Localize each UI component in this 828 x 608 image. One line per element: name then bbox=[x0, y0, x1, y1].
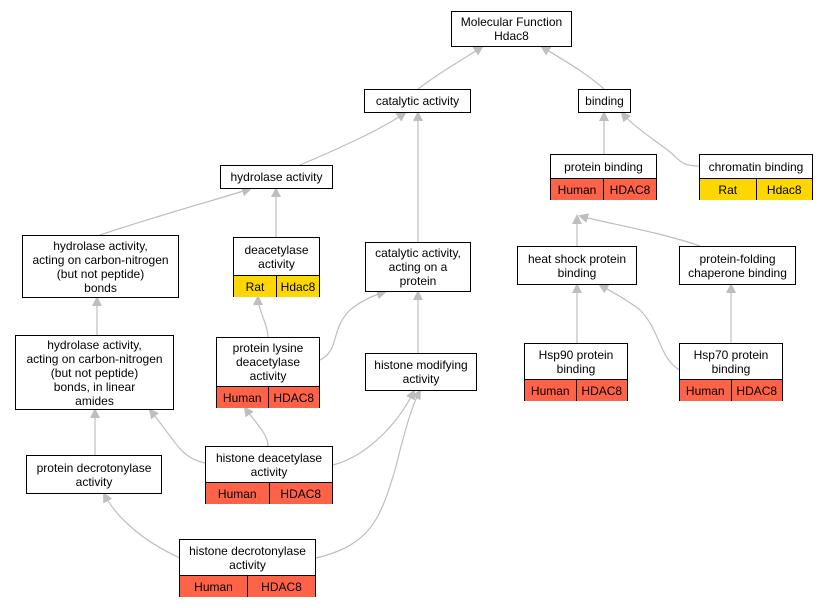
node-molecular-function[interactable]: Molecular Function Hdac8 bbox=[451, 11, 572, 47]
annotation-row: Human HDAC8 bbox=[180, 575, 315, 597]
node-label: heat shock protein binding bbox=[527, 251, 627, 280]
node-label: binding bbox=[585, 94, 624, 108]
node-label: hydrolase activity, acting on carbon-nit… bbox=[32, 238, 169, 295]
gene-cell: HDAC8 bbox=[604, 179, 656, 200]
node-label: protein lysine deacetylase activity bbox=[232, 341, 304, 383]
node-hsp90-binding[interactable]: Hsp90 protein binding Human HDAC8 bbox=[524, 343, 628, 401]
node-label: deacetylase activity bbox=[244, 242, 309, 271]
species-cell: Rat bbox=[700, 179, 757, 200]
node-binding[interactable]: binding bbox=[578, 89, 631, 113]
node-hydrolase-linear-amides[interactable]: hydrolase activity, acting on carbon-nit… bbox=[15, 335, 174, 410]
node-label: histone decrotonylase activity bbox=[189, 543, 306, 572]
node-label: chromatin binding bbox=[708, 159, 804, 174]
edge-lysine-to-catalytic-protein bbox=[319, 289, 387, 361]
edge-histone-decrot-to-protein-decrot bbox=[103, 492, 181, 559]
edge-histone-decrot-to-histone-mod bbox=[315, 389, 421, 559]
node-label: protein binding bbox=[564, 159, 643, 174]
node-deacetylase-activity[interactable]: deacetylase activity Rat Hdac8 bbox=[233, 237, 320, 297]
edge-lysine-to-deacetylase bbox=[253, 295, 269, 338]
species-cell: Human bbox=[180, 576, 248, 597]
node-hydrolase-carbon-nitrogen[interactable]: hydrolase activity, acting on carbon-nit… bbox=[22, 235, 179, 298]
species-cell: Human bbox=[217, 387, 269, 408]
edge-hydrolase-cn-to-hydrolase bbox=[99, 186, 252, 236]
node-label: Hsp90 protein binding bbox=[538, 347, 614, 376]
edge-folding-to-protein-binding bbox=[578, 213, 701, 247]
edge-hydrolase-to-catalytic bbox=[299, 111, 407, 166]
node-histone-deacetylase[interactable]: histone deacetylase activity Human HDAC8 bbox=[205, 446, 333, 504]
species-cell: Human bbox=[525, 380, 577, 401]
annotation-row: Human HDAC8 bbox=[217, 386, 319, 408]
edge-chromatin-to-binding bbox=[620, 111, 701, 167]
species-cell: Human bbox=[680, 380, 732, 401]
edge-hsp70-to-heat-shock bbox=[598, 283, 681, 371]
edge-histone-deac-to-linear bbox=[148, 408, 206, 464]
gene-cell: HDAC8 bbox=[576, 380, 627, 401]
annotation-row: Rat Hdac8 bbox=[700, 178, 812, 200]
edge-catalytic-to-root bbox=[417, 45, 484, 90]
species-cell: Human bbox=[551, 179, 604, 200]
node-label: catalytic activity bbox=[375, 94, 460, 108]
species-cell: Rat bbox=[234, 276, 277, 297]
node-label: hydrolase activity, acting on carbon-nit… bbox=[26, 337, 163, 408]
annotation-row: Human HDAC8 bbox=[680, 379, 782, 401]
node-protein-decrotonylase[interactable]: protein decrotonylase activity bbox=[26, 455, 162, 494]
annotation-row: Human HDAC8 bbox=[525, 379, 627, 401]
node-chromatin-binding[interactable]: chromatin binding Rat Hdac8 bbox=[699, 154, 813, 200]
node-heat-shock-protein-binding[interactable]: heat shock protein binding bbox=[517, 246, 637, 285]
node-histone-modifying[interactable]: histone modifying activity bbox=[365, 353, 477, 391]
node-label: Hsp70 protein binding bbox=[693, 347, 769, 376]
edge-histone-deac-to-lysine bbox=[243, 406, 269, 447]
node-label: hydrolase activity bbox=[230, 170, 323, 184]
gene-cell: HDAC8 bbox=[248, 576, 315, 597]
annotation-row: Human HDAC8 bbox=[551, 178, 656, 200]
edge-histone-deac-to-histone-mod bbox=[332, 389, 416, 466]
gene-cell: HDAC8 bbox=[731, 380, 782, 401]
node-hydrolase-activity[interactable]: hydrolase activity bbox=[220, 165, 333, 189]
node-catalytic-on-protein[interactable]: catalytic activity, acting on a protein bbox=[365, 242, 471, 292]
node-protein-folding-chaperone[interactable]: protein-folding chaperone binding bbox=[679, 246, 796, 285]
node-protein-binding[interactable]: protein binding Human HDAC8 bbox=[550, 154, 657, 200]
gene-cell: HDAC8 bbox=[269, 483, 332, 504]
gene-cell: Hdac8 bbox=[756, 179, 812, 200]
node-label: protein-folding chaperone binding bbox=[688, 251, 787, 280]
node-label: Molecular Function Hdac8 bbox=[460, 15, 563, 43]
gene-cell: Hdac8 bbox=[277, 276, 319, 297]
species-cell: Human bbox=[206, 483, 270, 504]
gene-cell: HDAC8 bbox=[268, 387, 319, 408]
node-label: catalytic activity, acting on a protein bbox=[375, 246, 461, 288]
node-hsp70-binding[interactable]: Hsp70 protein binding Human HDAC8 bbox=[679, 343, 783, 401]
annotation-row: Rat Hdac8 bbox=[234, 275, 319, 297]
node-histone-decrotonylase[interactable]: histone decrotonylase activity Human HDA… bbox=[179, 539, 316, 597]
node-label: histone deacetylase activity bbox=[215, 450, 323, 479]
node-label: protein decrotonylase activity bbox=[36, 460, 152, 489]
node-protein-lysine-deacetylase[interactable]: protein lysine deacetylase activity Huma… bbox=[216, 337, 320, 408]
node-catalytic-activity[interactable]: catalytic activity bbox=[364, 89, 471, 113]
annotation-row: Human HDAC8 bbox=[206, 482, 332, 504]
edge-binding-to-root bbox=[540, 45, 605, 90]
node-label: histone modifying activity bbox=[374, 358, 468, 386]
